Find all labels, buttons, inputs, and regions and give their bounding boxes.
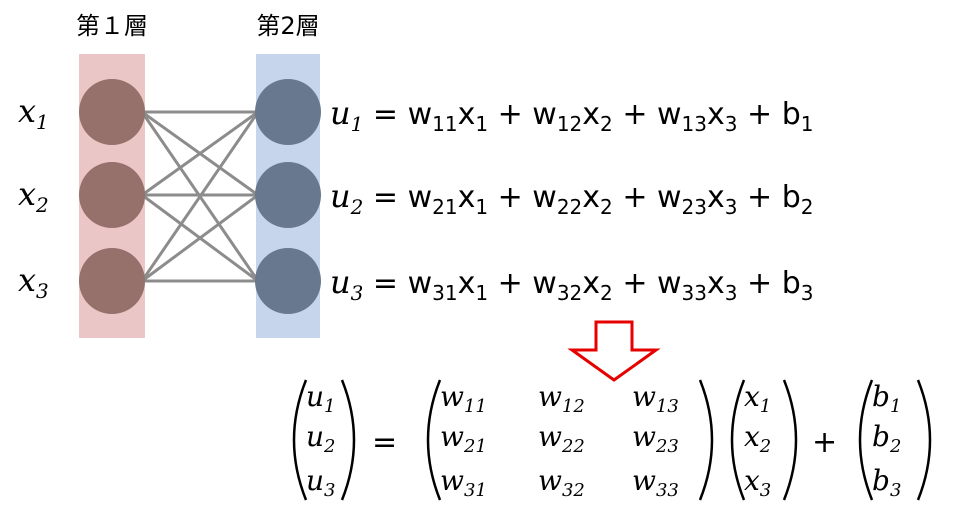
layer-2-node-2: [255, 162, 321, 228]
u-vector-entry-1: u1: [306, 380, 336, 417]
edge-3-2: [141, 193, 259, 283]
connection-edges: [140, 110, 260, 283]
layer-1-node-3: [79, 248, 145, 314]
w-matrix-entry-11: w11: [440, 380, 487, 417]
b-vector-left-paren: [858, 379, 874, 501]
w-matrix-entry-12: w12: [538, 380, 585, 417]
w-matrix-entry-32: w32: [538, 464, 585, 501]
layer-2-node-3: [255, 248, 321, 314]
down-arrow-icon: [567, 320, 661, 382]
layer-2-label: 第2層: [256, 12, 319, 40]
u-vector-right-paren: [340, 379, 356, 501]
x-vector-left-paren: [730, 379, 746, 501]
w-matrix-entry-22: w22: [538, 420, 585, 457]
w-matrix-entry-13: w13: [632, 380, 679, 417]
input-label-x1: x1: [18, 92, 49, 134]
b-vector-entry-3: b3: [872, 464, 901, 501]
x-vector-entry-3: x3: [744, 464, 771, 501]
input-labels: x1 x2 x3: [18, 92, 49, 303]
matrix-plus-sign: +: [812, 425, 837, 460]
x-vector-entry-2: x2: [744, 420, 771, 457]
w-matrix-entry-33: w33: [632, 464, 679, 501]
edge-3-1: [140, 111, 260, 282]
b-vector-entry-1: b1: [872, 380, 901, 417]
layer-1-node-1: [79, 79, 145, 145]
matrix-equals-sign: =: [372, 425, 397, 460]
x-vector-entry-1: x1: [744, 380, 771, 417]
neuron-nodes: [79, 79, 321, 314]
layer-2-node-1: [255, 79, 321, 145]
w-matrix-right-paren: [698, 379, 714, 501]
b-vector-right-paren: [916, 379, 932, 501]
u-vector-entry-3: u3: [306, 464, 336, 501]
u-vector-left-paren: [292, 379, 308, 501]
u-vector-entry-2: u2: [306, 420, 336, 457]
x-vector-right-paren: [782, 379, 798, 501]
equation-row-2: u2 = w21x1 + w22x2 + w23x3 + b2: [330, 177, 814, 219]
equation-row-3: u3 = w31x1 + w32x2 + w33x3 + b3: [330, 263, 814, 305]
equation-block: u1 = w11x1 + w12x2 + w13x3 + b1 u2 = w21x…: [330, 94, 814, 305]
edge-2-1: [141, 110, 259, 197]
layer-1-label: 第１層: [76, 12, 148, 40]
layer-1-node-2: [79, 162, 145, 228]
w-matrix-entry-23: w23: [632, 420, 679, 457]
w-matrix-entry-31: w31: [440, 464, 487, 501]
w-matrix-entry-21: w21: [440, 420, 487, 457]
input-label-x3: x3: [18, 261, 49, 303]
b-vector-entry-2: b2: [872, 420, 901, 457]
input-label-x2: x2: [18, 175, 49, 217]
w-matrix-left-paren: [426, 379, 442, 501]
equation-row-1: u1 = w11x1 + w12x2 + w13x3 + b1: [330, 94, 814, 136]
